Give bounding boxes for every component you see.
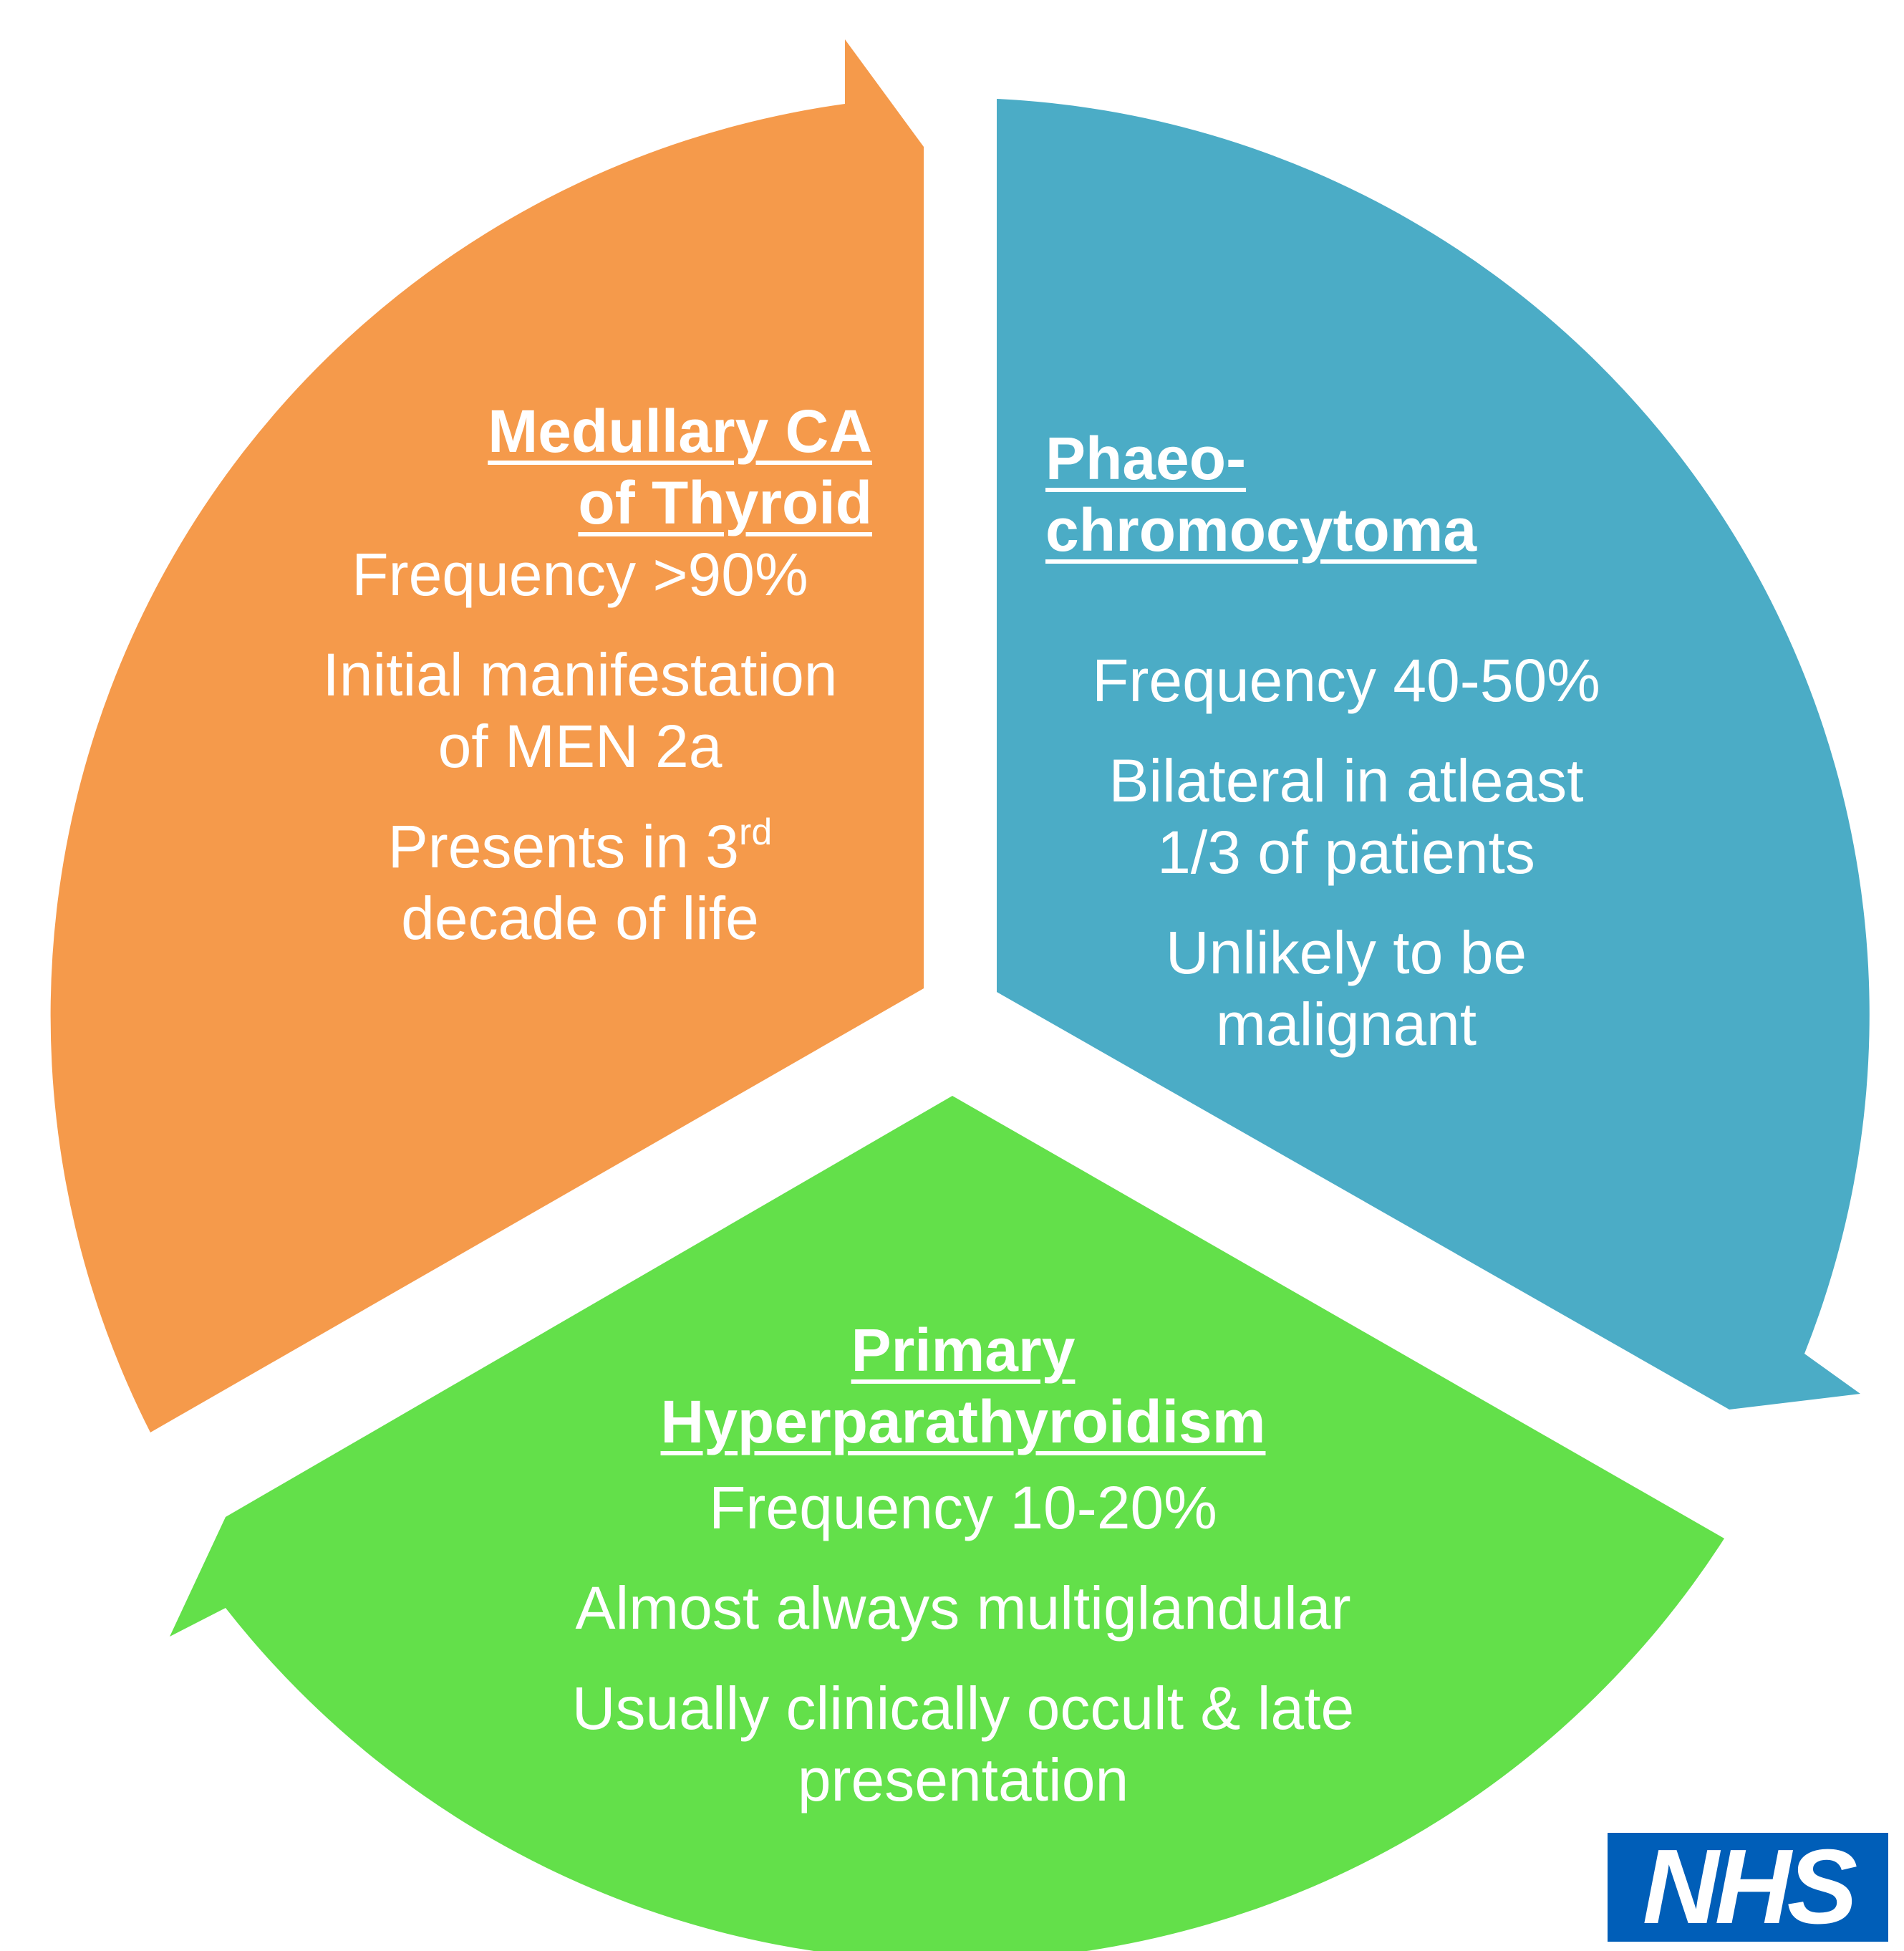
medullary-manifestation-line1: Initial manifestation (322, 641, 838, 708)
medullary-title-line2: of Thyroid (578, 469, 872, 536)
phaeo-text-block: Phaeo- chromocytoma Frequency 40-50% Bil… (1045, 423, 1647, 1060)
medullary-title-line1: Medullary CA (488, 398, 872, 465)
hyper-occult-line2: presentation (797, 1746, 1129, 1813)
hyper-title-line2: Hyperparathyroidism (660, 1388, 1266, 1455)
hyper-occult-line1: Usually clinically occult & late (571, 1675, 1355, 1742)
nhs-logo: NHS (1605, 1830, 1891, 1945)
hyper-frequency: Frequency 10-20% (709, 1474, 1217, 1541)
phaeo-malignant-line1: Unlikely to be (1165, 919, 1527, 986)
medullary-presents-prefix: Presents in 3 (387, 813, 739, 880)
phaeo-body: Frequency 40-50% Bilateral in atleast 1/… (1045, 645, 1647, 1060)
phaeo-bilateral-line1: Bilateral in atleast (1108, 747, 1584, 814)
hyper-segment (170, 1096, 1724, 1951)
phaeo-segment (997, 99, 1870, 1410)
medullary-text-block: Medullary CA of Thyroid Frequency >90% I… (272, 395, 888, 954)
medullary-manifestation-line2: of MEN 2a (438, 713, 723, 780)
nhs-logo-text: NHS (1642, 1828, 1857, 1946)
medullary-presents-line1: Presents in 3rd (272, 811, 888, 882)
medullary-presents-line2: decade of life (401, 885, 759, 952)
medullary-segment (50, 39, 924, 1432)
hyper-multiglandular: Almost always multiglandular (575, 1574, 1351, 1642)
phaeo-title-line1: Phaeo- (1045, 425, 1247, 492)
medullary-body: Frequency >90% Initial manifestation of … (272, 539, 888, 954)
phaeo-malignant-line2: malignant (1215, 991, 1477, 1058)
medullary-presents-sup: rd (739, 811, 773, 853)
phaeo-frequency: Frequency 40-50% (1092, 647, 1600, 714)
medullary-frequency: Frequency >90% (352, 541, 808, 608)
hyper-title-line1: Primary (851, 1316, 1076, 1384)
phaeo-bilateral-line2: 1/3 of patients (1157, 819, 1535, 886)
phaeo-title-line2: chromocytoma (1045, 496, 1477, 564)
hyper-text-block: Primary Hyperparathyroidism Frequency 10… (451, 1314, 1475, 1816)
